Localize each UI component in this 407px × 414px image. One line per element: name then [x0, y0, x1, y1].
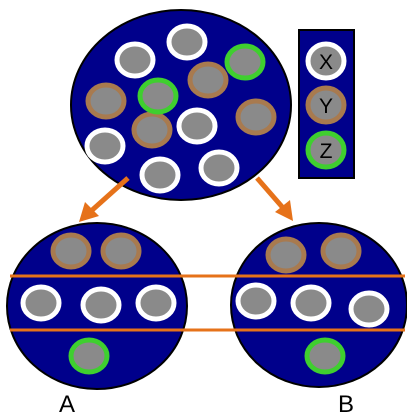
particle-x [176, 107, 218, 145]
group-label-b: B [338, 391, 354, 414]
particle-z [304, 337, 346, 375]
legend-item-z: Z [305, 130, 347, 170]
legend-item-y: Y [305, 85, 347, 125]
legend-item-x: X [305, 41, 347, 81]
particle-z [137, 77, 179, 115]
particle-z [224, 43, 266, 81]
arrow-to-b [255, 176, 293, 221]
particle-y [235, 98, 277, 136]
particle-y [131, 111, 173, 149]
legend: X Y Z [298, 29, 355, 179]
particle-y [85, 82, 127, 120]
particle-x [235, 282, 277, 320]
particle-x [166, 23, 208, 61]
particle-x [20, 284, 62, 322]
particle-y [187, 61, 229, 99]
source-population [70, 9, 292, 201]
particle-y [100, 232, 142, 270]
particle-x [114, 41, 156, 79]
legend-label-x: X [319, 51, 333, 74]
particle-z [68, 337, 110, 375]
legend-label-y: Y [319, 95, 333, 118]
particle-x [139, 156, 181, 194]
particle-x [290, 284, 332, 322]
particle-y [265, 236, 307, 274]
particle-y [50, 232, 92, 270]
sample-b [230, 222, 407, 388]
arrow-to-a [79, 176, 130, 222]
particle-x [135, 284, 177, 322]
particle-x [84, 127, 126, 165]
sample-a [6, 222, 188, 390]
particle-x [348, 290, 390, 328]
particle-y [320, 232, 362, 270]
particle-x [80, 286, 122, 324]
legend-label-z: Z [320, 140, 333, 163]
particle-x [198, 149, 240, 187]
group-label-a: A [59, 391, 75, 414]
